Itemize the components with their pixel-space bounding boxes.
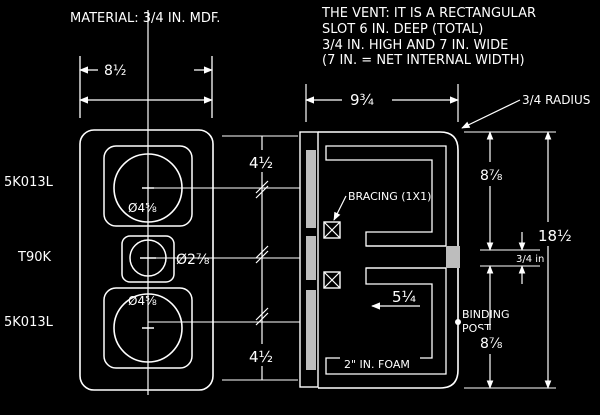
vent-note-line-2: SLOT 6 IN. DEEP (TOTAL) [322,22,483,37]
binding-post-label-1: BINDING [462,308,510,321]
vent-note-line-1: THE VENT: IT IS A RECTANGULAR [321,6,536,21]
binding-post-dot [455,319,461,325]
foam-lower [325,267,447,375]
spacing-dim-bottom: 4½ [249,348,273,366]
driver-label-top: 5K013L [4,175,54,190]
woofer-bottom-frame [103,287,193,369]
vent-depth-dim: 5¼ [392,288,417,306]
total-height-dim: 18½ [538,227,572,245]
material-note: MATERIAL: 3/4 IN. MDF. [70,11,220,26]
lower-height-dim: 8⅞ [480,336,503,352]
vent-note-line-3: 3/4 IN. HIGH AND 7 IN. WIDE [322,38,508,53]
bracing-label: BRACING (1X1) [348,190,431,203]
vent-port [446,246,460,268]
foam-label: 2" IN. FOAM [344,358,410,371]
woofer-top-diameter: Ø4⅝ [128,201,157,215]
bracing-block-top [323,221,341,239]
height-dimensions: 8⅞ 8⅞ 3/4 in 18½ [464,131,572,389]
front-view: 8½ Ø4⅝ Ø2⅞ Ø4⅝ 5K013L T90K 5K013L [4,10,214,395]
front-baffle [299,131,319,388]
vent-height-dim: 3/4 in [516,254,544,265]
foam-upper [325,145,447,247]
radius-label: 3/4 RADIUS [522,93,590,107]
front-width-dim: 8½ [104,63,126,79]
side-depth-dim: 9¾ [350,91,375,109]
side-cabinet [318,131,459,389]
front-cabinet [79,129,214,391]
woofer-top-frame [103,145,193,227]
driver-label-bottom: 5K013L [4,315,54,330]
driver-top-section [306,150,316,228]
bracing-block-bottom [323,271,341,289]
tweeter-frame [121,235,175,283]
driver-label-mid: T90K [17,250,51,265]
driver-bottom-section [306,290,316,370]
spacing-dim-top: 4½ [249,154,273,172]
spacing-dimensions: 4½ 4½ [148,135,300,381]
upper-height-dim: 8⅞ [480,168,503,184]
tweeter-diameter: Ø2⅞ [176,252,210,268]
woofer-bottom-circle [113,293,183,363]
tweeter-section [306,236,316,280]
vent-note-line-4: (7 IN. = NET INTERNAL WIDTH) [322,53,525,68]
woofer-bottom-diameter: Ø4⅝ [128,294,157,308]
